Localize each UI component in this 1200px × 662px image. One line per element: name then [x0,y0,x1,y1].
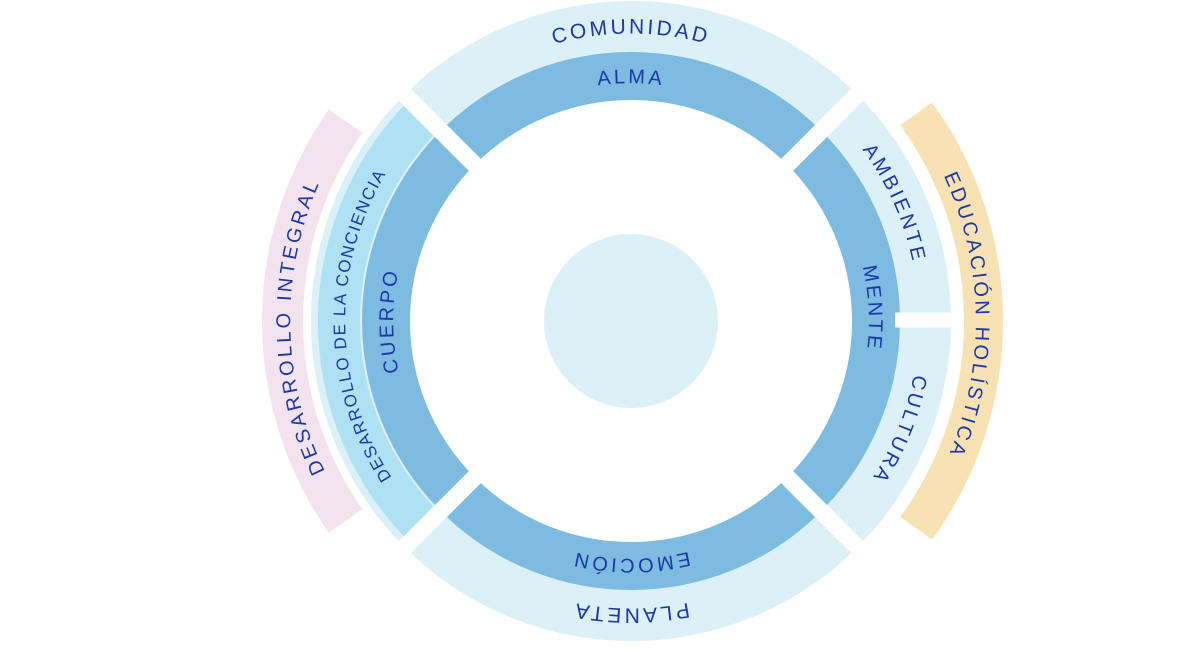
center-circle [544,234,718,408]
inner-ring [362,52,900,590]
desarrollo-integral-arc [262,109,363,533]
educacion-holistica-arc [900,102,1003,540]
label-alma: ALMA [596,66,666,90]
ring-gaps [277,0,985,662]
label-alma-text: ALMA [596,66,663,90]
conciencia-band [318,99,440,543]
